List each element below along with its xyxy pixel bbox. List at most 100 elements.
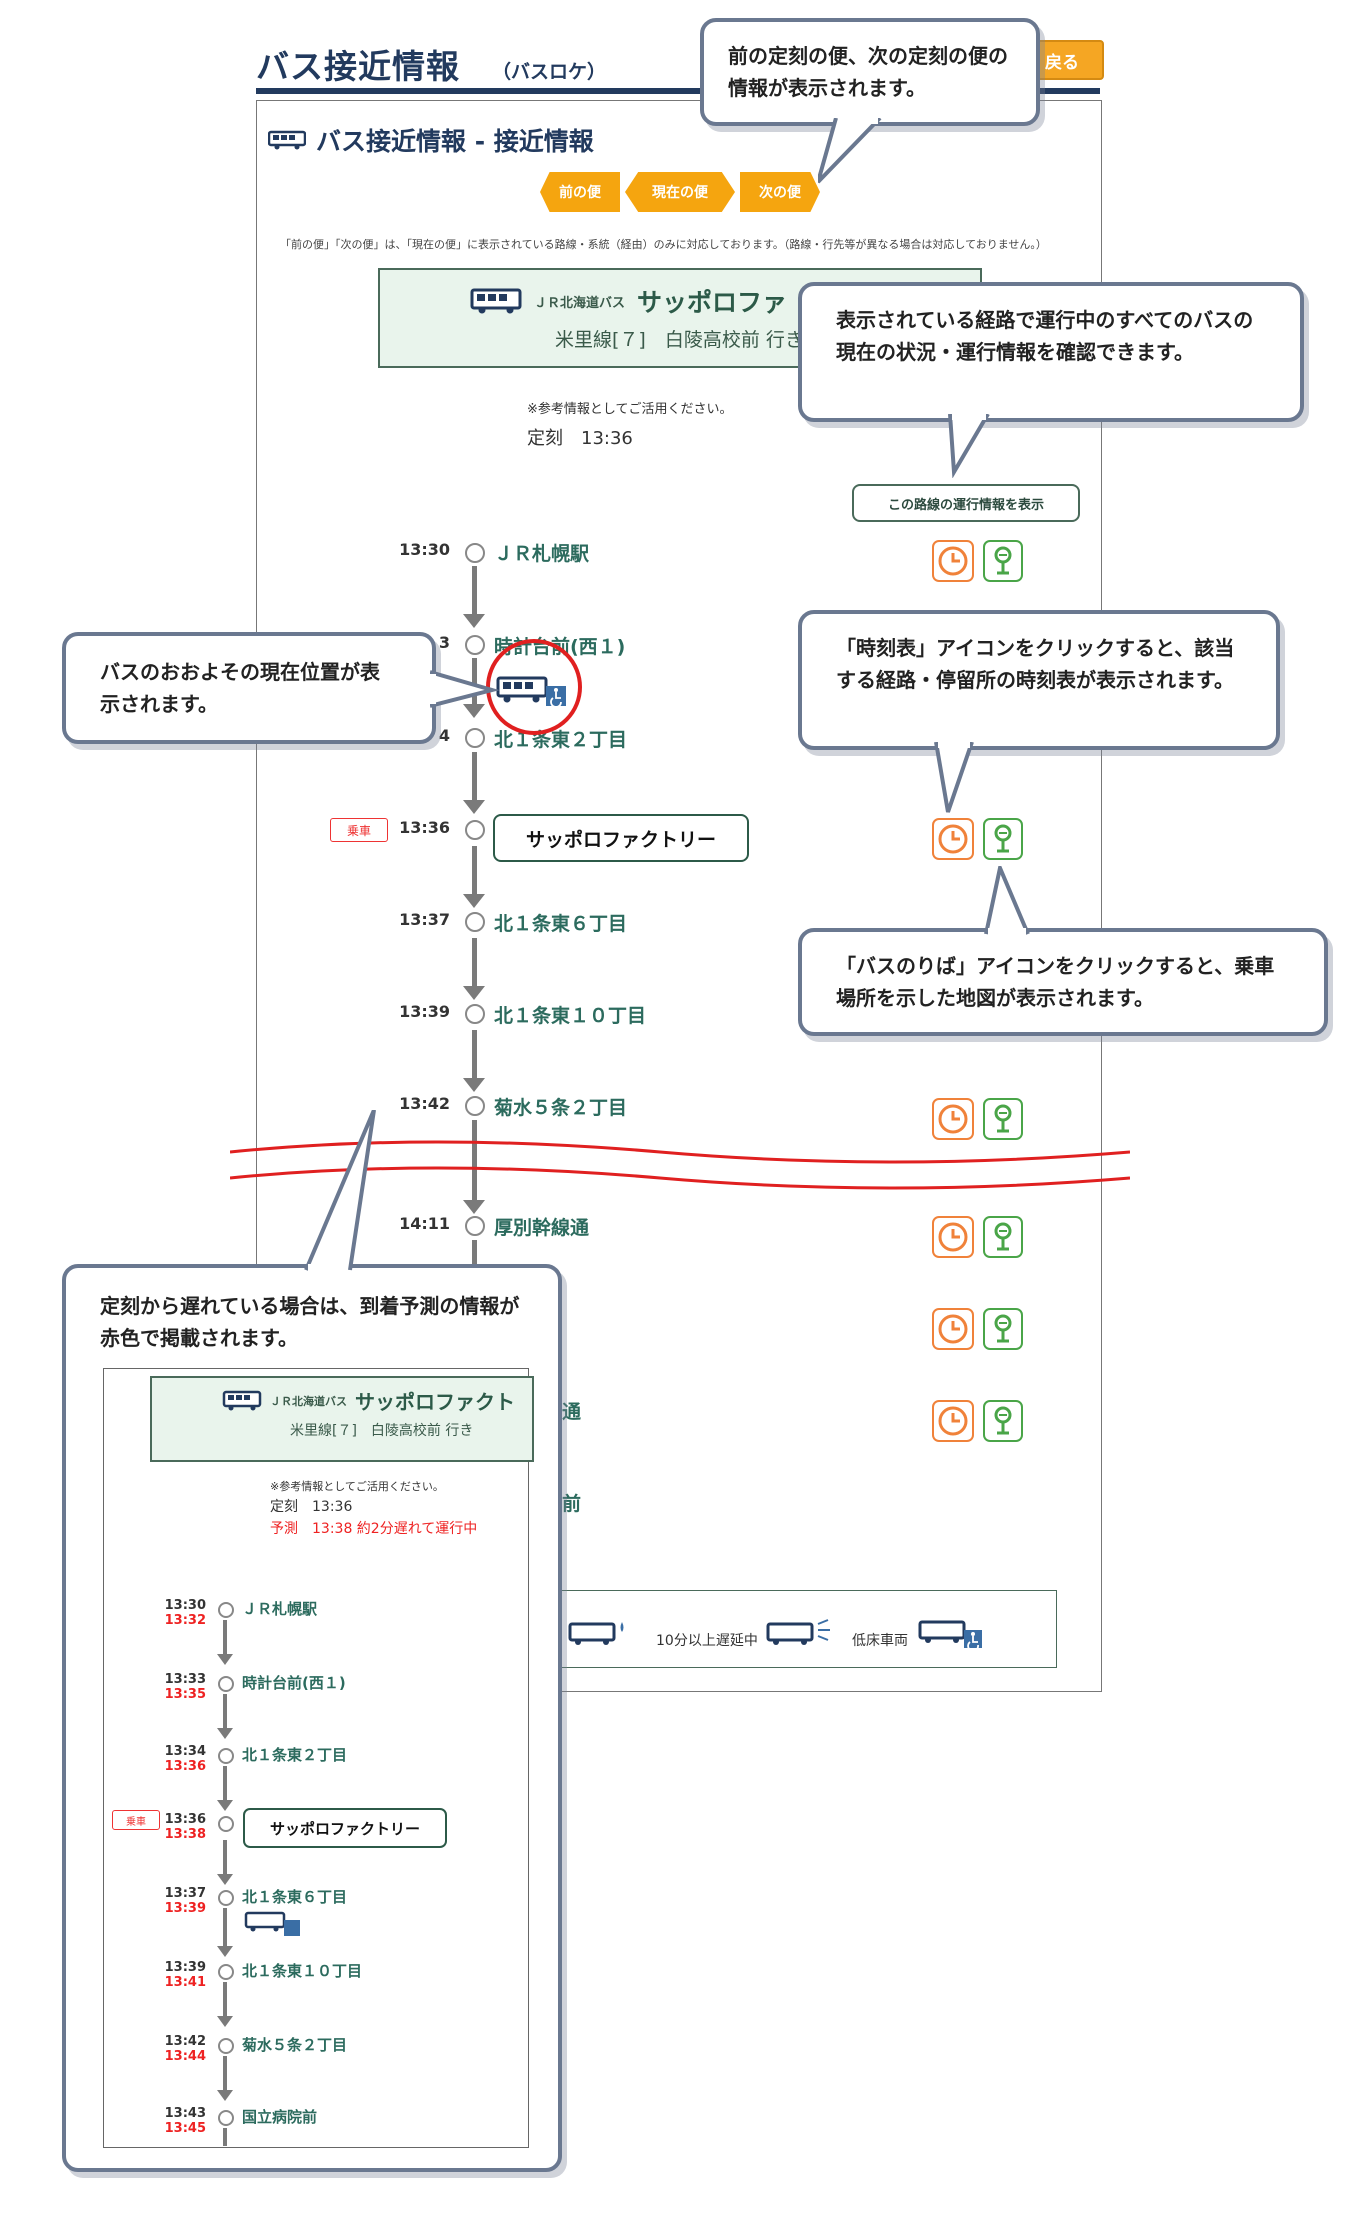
prev-bus-button[interactable]: 前の便 [540,172,620,212]
stop-marker [465,635,485,655]
route-status-button[interactable]: この路線の運行情報を表示 [852,484,1080,522]
panel-heading-text: バス接近情報 - 接近情報 [316,127,594,156]
timetable-icon[interactable] [932,540,974,582]
route-arrow [472,566,477,616]
route-arrow-head [463,614,485,628]
stop-time: 13:30 [399,540,450,559]
route-arrow [472,658,477,706]
reference-note: ※参考情報としてご活用ください。 [527,402,733,417]
route-arrow [472,938,477,988]
inner-stop-name: 北１条東２丁目 [242,1746,348,1764]
timetable-icon[interactable] [932,1400,974,1442]
callout-bus-stop-map: 「バスのりば」アイコンをクリックすると、乗車場所を示した地図が表示されます。 [798,928,1328,1036]
inner-stop-name: 時計台前(西１) [242,1674,346,1692]
stop-name[interactable]: 菊水５条２丁目 [494,1097,628,1119]
stop-marker [465,1096,485,1116]
timetable-icon[interactable] [932,1308,974,1350]
inner-bus-company: ＪＲ北海道バス [270,1394,347,1408]
next-bus-button[interactable]: 次の便 [740,172,820,212]
timetable-icon[interactable] [932,1216,974,1258]
inner-route-arrow-head [217,2090,233,2101]
bus-company: ＪＲ北海道バス [534,295,626,311]
page-subtitle: （バスロケ） [492,61,607,83]
inner-stop-marker [218,1676,234,1692]
scheduled: 13:33 [164,1672,206,1687]
inner-route-arrow [223,1982,227,2018]
route-arrow-head [463,986,485,1000]
route-arrow [472,752,477,802]
inner-stop-name: 国立病院前 [242,2108,318,2126]
inner-reference-note: ※参考情報としてご活用ください。 [270,1480,444,1493]
route-arrow [472,1030,477,1080]
page-title: バス接近情報 [256,47,460,86]
inner-boarding-badge: 乗車 [112,1810,160,1830]
predicted: 13:35 [164,1687,206,1702]
stop-marker [465,728,485,748]
inner-stop-marker [218,1964,234,1980]
inner-scheduled-time: 定刻 13:36 [270,1499,353,1515]
callout-tail [818,118,882,184]
stop-name[interactable]: 厚別幹線通 [494,1217,590,1239]
boarding-badge: 乗車 [330,818,388,842]
bus-stop-icon[interactable] [983,818,1023,860]
inner-route-arrow-head [217,1654,233,1665]
stop-time: 13:36 [399,818,450,837]
boarding-stop[interactable]: サッポロファクトリー [493,814,749,862]
inner-route-header: ＪＲ北海道バス サッポロファクト [222,1386,515,1415]
inner-route-arrow [223,1694,227,1730]
inner-route-arrow-head [217,1874,233,1885]
bus-stop-icon[interactable] [983,1400,1023,1442]
stop-name[interactable]: ＪＲ札幌駅 [494,543,590,565]
stop-marker [465,912,485,932]
inner-stop-name: ＪＲ札幌駅 [242,1600,318,1618]
stop-marker [465,1216,485,1236]
bus-stop-icon[interactable] [983,540,1023,582]
inner-route-arrow [223,1766,227,1802]
inner-route-arrow [223,2128,227,2146]
bus-icon [268,130,306,150]
predicted: 13:38 [164,1827,206,1842]
legend-lowfloor-label: 低床車両 [852,1633,908,1649]
scheduled: 13:37 [164,1886,206,1901]
inner-stop-marker [218,2110,234,2126]
inner-stop-marker [218,1816,234,1832]
stop-name[interactable]: 通 [562,1401,582,1423]
stop-name[interactable]: 北１条東６丁目 [494,913,628,935]
current-bus-icon[interactable] [496,674,568,710]
stop-time: 4 [438,726,450,745]
inner-predicted-time: 予測 13:38 約2分遅れて運行中 [270,1521,478,1537]
scheduled: 13:30 [164,1598,206,1613]
stop-time: 3 [438,633,450,652]
current-bus-button[interactable]: 現在の便 [625,172,735,212]
lowfloor-bus-icon [918,1620,982,1650]
route-arrow-head [463,1200,485,1214]
inner-route-arrow-head [217,1800,233,1811]
route-arrow-head [463,894,485,908]
predicted: 13:32 [164,1613,206,1628]
predicted: 13:36 [164,1759,206,1774]
bus-stop-icon[interactable] [983,1216,1023,1258]
callout-timetable: 「時刻表」アイコンをクリックすると、該当する経路・停留所の時刻表が表示されます。 [798,610,1280,750]
inner-bus-icon [244,1911,300,1936]
inner-route-arrow [223,1908,227,1948]
bus-stop-icon[interactable] [983,1308,1023,1350]
inner-route-arrow-head [217,1728,233,1739]
route-arrow-head [463,704,485,718]
bus-stop-icon[interactable] [983,1098,1023,1140]
stop-name[interactable]: 前 [562,1493,582,1515]
timetable-icon[interactable] [932,1098,974,1140]
predicted: 13:39 [164,1901,206,1916]
inner-stop-name: 菊水５条２丁目 [242,2036,348,2054]
route-name: サッポロファ [637,288,788,317]
inner-stop-name: 北１条東１０丁目 [242,1962,363,1980]
stop-name[interactable]: 北１条東１０丁目 [494,1005,647,1027]
inner-stop-name: 北１条東６丁目 [242,1888,348,1906]
inner-route-arrow-head [217,1946,233,1957]
timetable-icon[interactable] [932,818,974,860]
